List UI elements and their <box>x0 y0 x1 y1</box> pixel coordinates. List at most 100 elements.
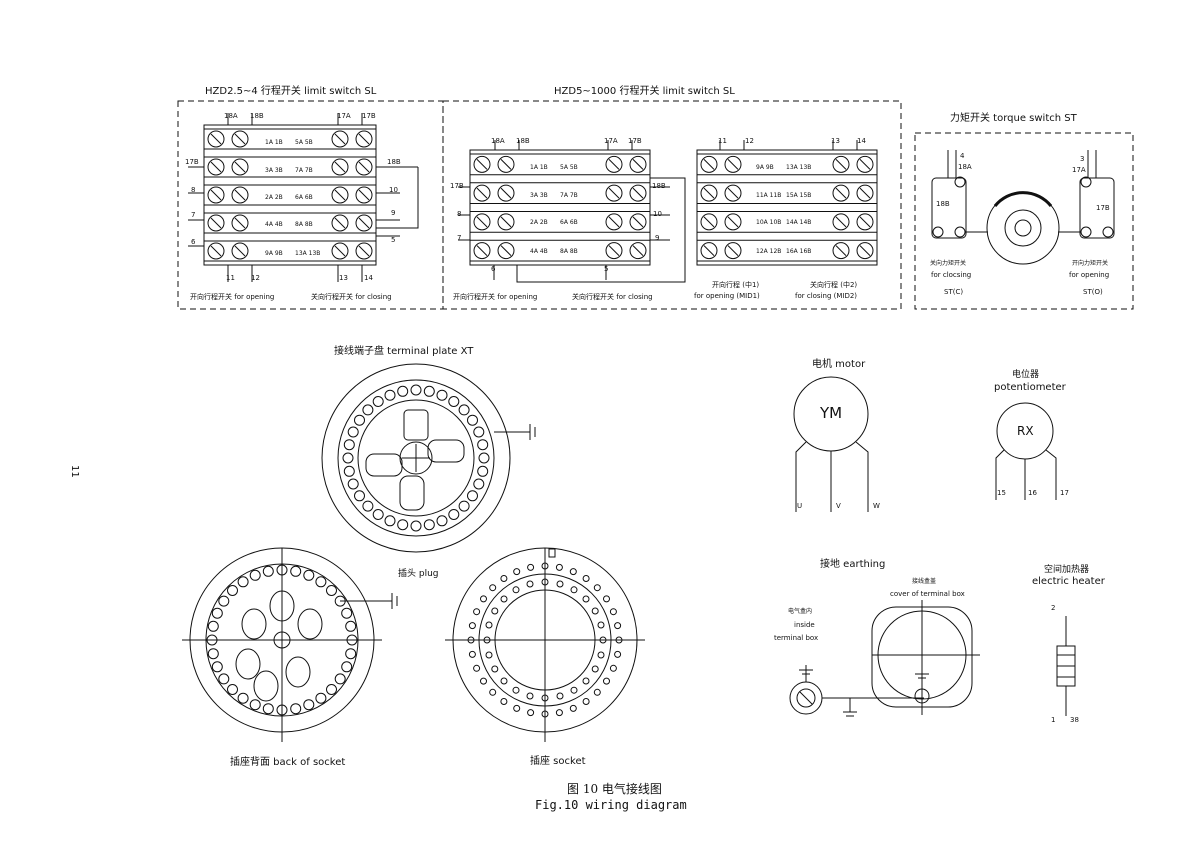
socket-pin <box>237 576 249 588</box>
ls-small-row3-b: 6A 6B <box>295 194 313 201</box>
socket-pin <box>249 699 261 711</box>
ls-large-bottom-5: 5 <box>604 265 609 273</box>
ls-small-row5-b: 13A 13B <box>295 250 321 257</box>
heater-title-cn: 空间加热器 <box>1044 565 1090 575</box>
terminal-screw <box>343 465 355 477</box>
socket-pin <box>218 673 230 685</box>
screw-slot <box>210 245 222 257</box>
switch-row <box>203 184 377 206</box>
screw-terminal <box>331 242 349 260</box>
limit-switch-large-block <box>442 100 902 310</box>
socket-hole <box>556 692 564 700</box>
socket-label: 插座 socket <box>530 756 586 767</box>
terminal-screw <box>467 414 478 426</box>
screw-terminal <box>497 213 515 231</box>
heater-term-2: 2 <box>1051 604 1056 612</box>
pot-term-17: 17 <box>1060 489 1069 497</box>
terminal-screw <box>436 515 448 527</box>
socket-pin <box>346 634 358 646</box>
ls-large-a-row2-a: 3A 3B <box>530 192 548 199</box>
screw-terminal <box>629 213 647 231</box>
ls-small-row2-a: 3A 3B <box>265 167 283 174</box>
ls-small-term-17a: 17A <box>337 112 351 120</box>
socket-hole <box>569 704 577 712</box>
screw-terminal <box>605 184 623 202</box>
screw-terminal <box>856 242 874 260</box>
socket-pin <box>315 692 327 704</box>
socket-pin <box>249 569 261 581</box>
screw-terminal <box>700 242 718 260</box>
terminal-screw <box>436 389 448 401</box>
screw-terminal <box>231 214 249 232</box>
ls-large-term-18b: 18B <box>516 137 530 145</box>
ts-right-code: ST(O) <box>1083 288 1103 296</box>
screw-terminal <box>207 214 225 232</box>
ls-small-row5-a: 9A 9B <box>265 250 283 257</box>
socket-pin <box>227 585 238 596</box>
ts-left-term-18a: 18A <box>958 163 972 171</box>
screw-terminal <box>473 213 491 231</box>
screw-terminal <box>724 242 742 260</box>
switch-row <box>696 182 878 204</box>
socket-hole <box>473 664 481 672</box>
socket-hole <box>582 595 590 603</box>
terminal-screw <box>384 389 396 401</box>
socket-hole <box>500 698 508 705</box>
socket-hole <box>527 563 535 571</box>
caption-en: Fig.10 wiring diagram <box>535 798 687 812</box>
screw-terminal <box>207 130 225 148</box>
switch-row <box>469 153 651 176</box>
ls-large-a-row2-b: 7A 7B <box>560 192 578 199</box>
switch-row <box>469 211 651 233</box>
socket-pin <box>345 648 357 660</box>
ts-left-label-en: for clocsing <box>931 271 972 279</box>
ls-large-b-row2-a: 11A 11B <box>756 192 782 199</box>
screw-slot <box>210 133 222 145</box>
screw-slot <box>859 187 871 199</box>
socket-pin <box>211 661 223 673</box>
motor-term-v: V <box>836 502 841 510</box>
screw-slot <box>632 216 644 228</box>
socket-hole <box>593 688 601 696</box>
screw-terminal <box>355 214 373 232</box>
ls-large-right-18b: 18B <box>652 182 666 190</box>
screw-terminal <box>856 184 874 202</box>
heater-term-38: 38 <box>1070 716 1079 724</box>
terminal-screw <box>372 509 384 520</box>
ls-large-b-row4-a: 12A 12B <box>756 248 782 255</box>
terminal-screw <box>410 520 422 532</box>
socket-pin <box>237 692 249 704</box>
screw-slot <box>334 217 346 229</box>
screw-terminal <box>231 158 249 176</box>
back-of-socket-label: 插座背面 back of socket <box>230 757 346 768</box>
screw-terminal <box>497 155 515 173</box>
screw-slot <box>835 245 847 256</box>
socket-hole <box>526 580 534 588</box>
ls-large-a-row3-b: 6A 6B <box>560 219 578 226</box>
screw-terminal <box>856 213 874 231</box>
terminal-screw <box>473 478 485 490</box>
terminal-screw <box>354 414 365 426</box>
socket-hole <box>555 709 563 717</box>
screw-terminal <box>331 186 349 204</box>
socket-hole <box>614 650 622 658</box>
socket-pin <box>341 661 353 673</box>
ls-large-right-9: 9 <box>655 234 660 242</box>
screw-terminal <box>207 186 225 204</box>
socket-hole <box>569 568 577 576</box>
screw-slot <box>210 217 222 229</box>
socket-pin <box>334 595 346 607</box>
ls-large-a-row4-b: 8A 8B <box>560 248 578 255</box>
terminal-screw <box>458 404 470 416</box>
ls-small-open-label: 开向行程开关 for opening <box>190 293 275 301</box>
screw-slot <box>234 217 246 229</box>
motor-term-w: W <box>873 502 880 510</box>
socket-hole <box>556 580 564 588</box>
screw-terminal <box>497 184 515 202</box>
ls-small-right-9: 9 <box>391 209 396 217</box>
socket-hole <box>485 651 493 659</box>
screw-slot <box>703 216 715 228</box>
ls-small-right-10: 10 <box>389 186 398 194</box>
screw-slot <box>210 161 222 173</box>
socket-pin <box>303 569 315 581</box>
